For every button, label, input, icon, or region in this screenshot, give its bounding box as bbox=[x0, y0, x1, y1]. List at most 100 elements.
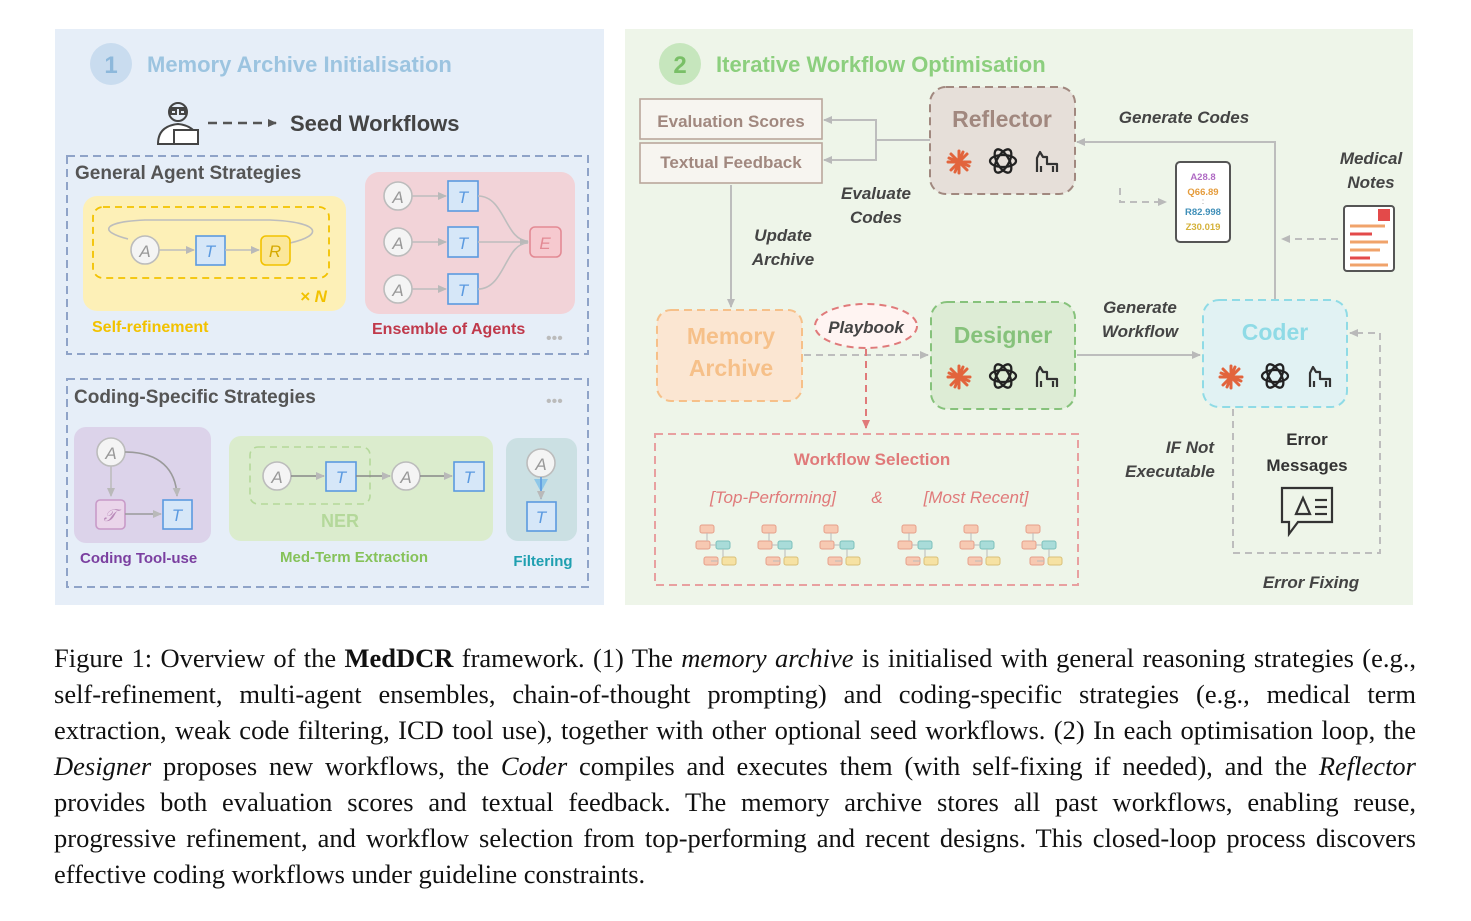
figure-caption: Figure 1: Overview of the MedDCR framewo… bbox=[54, 640, 1416, 892]
svg-text:T: T bbox=[336, 468, 348, 487]
designer-box bbox=[930, 301, 1076, 410]
svg-text:T: T bbox=[458, 281, 470, 300]
svg-text:A: A bbox=[270, 468, 282, 487]
evaluate-codes-line1: Evaluate bbox=[841, 184, 911, 203]
error-messages-line2: Messages bbox=[1266, 456, 1347, 475]
node-r-label: R bbox=[269, 242, 281, 261]
svg-text:A: A bbox=[399, 468, 411, 487]
svg-text:A: A bbox=[391, 234, 403, 253]
evaluation-scores-label: Evaluation Scores bbox=[657, 112, 804, 131]
svg-text:A: A bbox=[534, 455, 546, 474]
coding-specific-strategies-title: Coding-Specific Strategies bbox=[74, 387, 316, 408]
claude-icon bbox=[946, 149, 972, 175]
seed-workflows-label: Seed Workflows bbox=[290, 111, 460, 136]
svg-text:E: E bbox=[539, 234, 551, 253]
playbook-oval bbox=[814, 303, 918, 349]
svg-text:A: A bbox=[104, 444, 116, 463]
med-term-label: Med-Term Extraction bbox=[280, 549, 428, 566]
medical-notes-line2: Notes bbox=[1347, 173, 1394, 192]
ner-label: NER bbox=[321, 511, 359, 531]
svg-text::: : bbox=[1202, 197, 1204, 206]
step-2-number: 2 bbox=[673, 52, 686, 79]
ensemble-graph: A A A T T T E bbox=[383, 180, 562, 305]
svg-text:A: A bbox=[391, 188, 403, 207]
playbook-label: Playbook bbox=[828, 318, 905, 337]
workflow-selection-box bbox=[654, 433, 1079, 586]
error-messages-line1: Error bbox=[1286, 430, 1328, 449]
step-1-number: 1 bbox=[104, 52, 117, 79]
caption-framework-name: MedDCR bbox=[344, 643, 454, 673]
evaluation-scores-box bbox=[639, 98, 823, 140]
svg-text:A28.8: A28.8 bbox=[1190, 172, 1215, 183]
claude-icon bbox=[1218, 364, 1244, 390]
caption-designer: Designer bbox=[54, 751, 152, 781]
caption-coder: Coder bbox=[500, 751, 568, 781]
generate-codes-label: Generate Codes bbox=[1119, 108, 1249, 127]
caption-part-1: framework. (1) The bbox=[453, 643, 682, 673]
memory-archive-line1: Memory bbox=[687, 323, 775, 349]
caption-part-5: provides both evaluation scores and text… bbox=[54, 787, 1416, 889]
node-a-label: A bbox=[138, 242, 150, 261]
update-archive-line1: Update bbox=[754, 226, 812, 245]
medical-notes-icon bbox=[1343, 205, 1395, 272]
caption-part-2: is initialised with general reasoning st… bbox=[54, 643, 1416, 745]
step-1-badge bbox=[90, 43, 132, 85]
svg-text:R82.998: R82.998 bbox=[1185, 207, 1221, 218]
generate-workflow-line1: Generate bbox=[1103, 298, 1177, 317]
designer-label: Designer bbox=[954, 322, 1052, 348]
user-icon bbox=[156, 102, 200, 145]
caption-reflector: Reflector bbox=[1318, 751, 1416, 781]
caption-part-4: compiles and executes them (with self-fi… bbox=[567, 751, 1319, 781]
error-fixing-label: Error Fixing bbox=[1263, 573, 1360, 592]
top-performing-label: [Top-Performing] bbox=[709, 488, 837, 507]
panel-1-title: Memory Archive Initialisation bbox=[147, 52, 452, 77]
svg-text:T: T bbox=[458, 188, 470, 207]
svg-text:T: T bbox=[458, 234, 470, 253]
svg-text:A: A bbox=[391, 281, 403, 300]
caption-prefix: Figure 1: Overview of the bbox=[54, 643, 345, 673]
textual-feedback-label: Textual Feedback bbox=[660, 153, 802, 172]
coder-box bbox=[1202, 299, 1348, 408]
times-n-label: × N bbox=[300, 287, 328, 306]
node-t bbox=[195, 235, 226, 266]
general-more-icon: ••• bbox=[546, 330, 563, 347]
panel-memory-archive-initialisation: 1 Memory Archive Initialisation Seed Wor… bbox=[55, 29, 604, 605]
ampersand-label: & bbox=[871, 488, 882, 507]
panel-iterative-workflow-optimisation: 2 Iterative Workflow Optimisation Evalua… bbox=[625, 29, 1413, 605]
svg-text:T: T bbox=[536, 508, 548, 527]
claude-icon bbox=[946, 364, 972, 390]
svg-text:T: T bbox=[464, 468, 476, 487]
coding-more-icon: ••• bbox=[546, 393, 563, 410]
coding-tool-use-label: Coding Tool-use bbox=[80, 550, 197, 567]
update-archive-line2: Archive bbox=[751, 250, 814, 269]
panel-2-title: Iterative Workflow Optimisation bbox=[716, 52, 1046, 77]
reflector-label: Reflector bbox=[952, 106, 1052, 132]
caption-memory-archive: memory archive bbox=[681, 643, 854, 673]
textual-feedback-box bbox=[639, 142, 823, 184]
self-refinement-label: Self-refinement bbox=[92, 319, 209, 336]
error-message-icon bbox=[1280, 486, 1334, 538]
most-recent-label: [Most Recent] bbox=[923, 488, 1030, 507]
memory-archive-box bbox=[656, 309, 803, 402]
medical-notes-line1: Medical bbox=[1340, 149, 1404, 168]
node-r bbox=[260, 235, 291, 266]
workflow-selection-title: Workflow Selection bbox=[794, 450, 951, 469]
med-term-box bbox=[229, 436, 493, 541]
if-not-executable-line1: IF Not bbox=[1166, 438, 1215, 457]
if-not-executable-line2: Executable bbox=[1125, 462, 1215, 481]
ensemble-label: Ensemble of Agents bbox=[372, 321, 525, 338]
svg-text:Z30.019: Z30.019 bbox=[1186, 222, 1221, 233]
step-2-badge bbox=[659, 43, 701, 85]
coder-label: Coder bbox=[1242, 319, 1309, 345]
icd-codes-icon: A28.8 Q66.89 : R82.998 Z30.019 bbox=[1175, 161, 1231, 243]
node-t-label: T bbox=[205, 242, 217, 261]
memory-archive-line2: Archive bbox=[689, 355, 773, 381]
filtering-label: Filtering bbox=[513, 553, 572, 570]
reflector-box bbox=[929, 86, 1076, 195]
coding-specific-strategies-box bbox=[66, 378, 589, 588]
general-agent-strategies-title: General Agent Strategies bbox=[75, 163, 301, 184]
svg-text:T: T bbox=[172, 506, 184, 525]
svg-text:Q66.89: Q66.89 bbox=[1187, 187, 1218, 198]
evaluate-codes-line2: Codes bbox=[850, 208, 902, 227]
caption-part-3: proposes new workflows, the bbox=[151, 751, 501, 781]
